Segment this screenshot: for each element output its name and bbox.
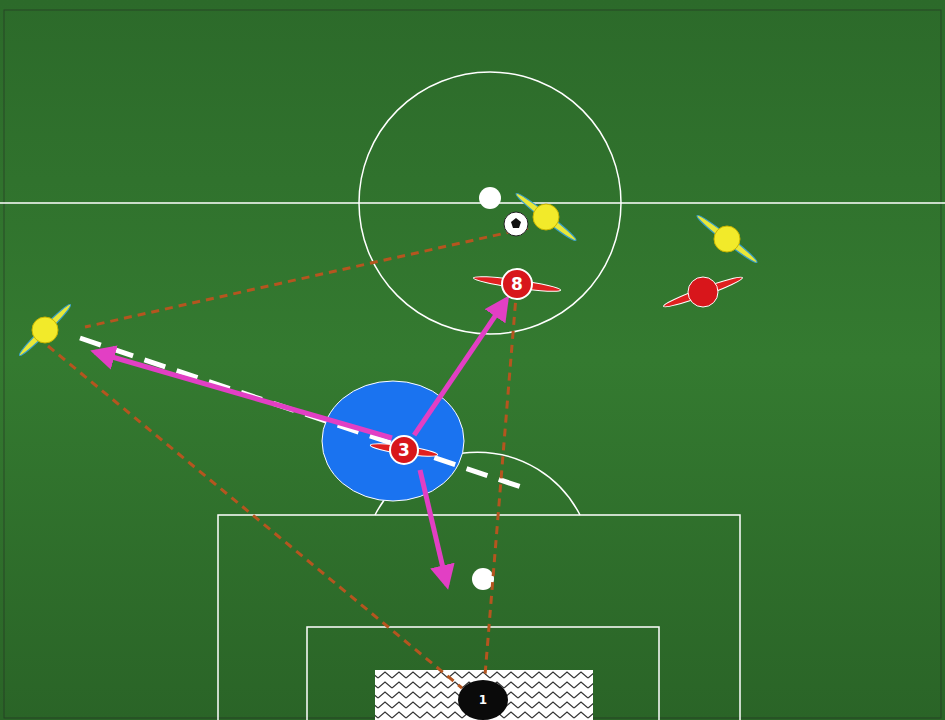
center-circle (359, 72, 621, 334)
player-marker: 3 (389, 435, 419, 465)
halfway-line (0, 202, 945, 204)
player-number: 1 (479, 694, 487, 706)
movement-arrow (95, 352, 392, 438)
marking-line (85, 228, 528, 327)
marking-line (485, 303, 516, 677)
goal-area (307, 627, 659, 720)
center-spot (479, 187, 501, 209)
teammate-player (662, 274, 744, 310)
opponent-player (695, 213, 759, 265)
zone-circle (322, 381, 464, 501)
player-marker: 1 (458, 680, 508, 720)
player-number: 3 (398, 442, 410, 459)
opponent-player (17, 302, 73, 358)
movement-arrow (414, 300, 506, 435)
penalty-area (218, 515, 740, 720)
player-number: 8 (511, 276, 523, 293)
penalty-spot (472, 568, 494, 590)
soccer-ball (504, 212, 528, 236)
goal-net (375, 670, 593, 720)
marking-line (48, 346, 462, 688)
player-wings (473, 274, 561, 294)
movement-arrow (420, 470, 447, 585)
player-wings (370, 441, 438, 458)
player-marker: 8 (501, 268, 533, 300)
